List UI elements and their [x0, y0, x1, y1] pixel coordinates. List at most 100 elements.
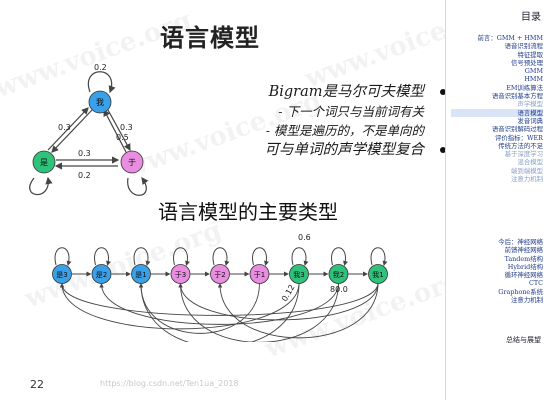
bullet-dot	[440, 89, 446, 95]
sub-bullet: - 下一个词只与当前词有关	[278, 104, 424, 119]
sidebar-item[interactable]: 语音识别解码过程	[491, 125, 543, 134]
edge-label: 0.2	[94, 63, 107, 72]
sidebar-footer[interactable]: 总结与展望	[506, 336, 541, 344]
return-arc	[138, 282, 300, 342]
edge-label: 0.5	[116, 133, 129, 142]
self-loop	[331, 247, 348, 266]
state-node	[210, 264, 230, 284]
bullet-dot	[440, 147, 446, 153]
node-label: 是	[40, 158, 48, 167]
sidebar-item[interactable]: Hybrid结构	[507, 262, 543, 271]
sidebar-item[interactable]: 注意力机制	[511, 296, 543, 305]
edge	[107, 109, 131, 152]
return-arc	[59, 282, 379, 316]
state-node	[120, 150, 144, 174]
sidebar-item[interactable]: 语音识别流程	[504, 42, 543, 51]
sidebar-item[interactable]: 注意力机制	[511, 175, 543, 184]
bullet-list: Bigram是马尔可夫模型 - 下一个词只与当前词有关 - 模型是遍历的，不是单…	[168, 82, 446, 160]
node-label: 于3	[175, 271, 186, 279]
sidebar-item[interactable]: Graphone系统	[498, 287, 543, 296]
state-node	[249, 264, 270, 284]
self-loop	[54, 247, 72, 266]
self-loop	[94, 247, 111, 266]
edge-label: 0.2	[78, 171, 91, 180]
caption: 语言模型的主要类型	[158, 200, 338, 224]
sidebar-item[interactable]: 传统方法的不足	[498, 141, 543, 150]
return-arc	[99, 282, 339, 325]
sidebar-item[interactable]: 混合模型	[517, 158, 543, 167]
self-loop	[127, 177, 149, 196]
return-arc	[178, 282, 339, 342]
edge-label: 0.3	[58, 123, 71, 132]
chain-diagram: 是3 是2 是1 于3 于2 于1 我3 我2 我1 0.6 0.12 80.0	[52, 233, 388, 342]
sidebar-item[interactable]: 语音识别基本方程	[491, 92, 543, 101]
sidebar-item[interactable]: Tandem结构	[504, 254, 543, 263]
edge-label: 80.0	[330, 285, 348, 294]
state-node	[131, 264, 151, 284]
node-label: 是1	[135, 271, 146, 279]
sidebar-item[interactable]: 基于深度学习	[504, 150, 543, 159]
node-label: 是3	[56, 271, 67, 279]
sidebar-item[interactable]: 今后：神经网络	[498, 238, 543, 246]
state-node	[52, 264, 72, 284]
bullet-item: 可与单词的声学模型复合	[168, 140, 446, 160]
edge-label: 0.3	[78, 149, 91, 158]
node-label: 是2	[96, 271, 107, 279]
sidebar-item[interactable]: 端到端模型	[511, 166, 543, 175]
edge-label: 0.3	[120, 123, 133, 132]
self-loop	[370, 247, 388, 266]
bullet-text: Bigram是马尔可夫模型	[268, 84, 424, 100]
page-number: 22	[30, 378, 44, 391]
state-node	[170, 264, 191, 284]
sidebar-item[interactable]: CTC	[528, 279, 543, 288]
bullet-item: Bigram是马尔可夫模型	[168, 82, 446, 102]
slide-title: 语言模型	[160, 23, 260, 52]
sidebar-item[interactable]: 特征提取	[517, 50, 543, 59]
node-label: 我3	[293, 270, 304, 279]
self-loop	[29, 176, 53, 196]
state-node	[88, 90, 112, 114]
source-url: https://blog.csdn.net/Ten1ua_2018	[100, 379, 239, 388]
node-label: 我2	[333, 270, 344, 279]
bullet-text: 可与单词的声学模型复合	[264, 142, 425, 158]
state-node	[91, 264, 112, 284]
state-node	[328, 264, 349, 284]
state-node	[289, 264, 309, 284]
state-node	[32, 150, 56, 174]
sidebar-item[interactable]: HMM	[524, 75, 543, 84]
state-node	[368, 264, 388, 284]
self-loop	[87, 71, 116, 94]
edge-label: 0.12	[280, 283, 297, 303]
return-arc	[178, 282, 379, 321]
self-loop	[133, 247, 151, 266]
slide-content: 语言模型 Bigram是马尔可夫模型 - 下一个词只与当前词有关 - 模型是遍历…	[29, 23, 446, 391]
self-loop	[252, 247, 269, 266]
sidebar-item[interactable]: GMM	[524, 67, 543, 76]
node-label: 于2	[214, 271, 225, 279]
node-label: 我1	[372, 270, 383, 279]
sidebar-item[interactable]: 信号预处理	[511, 58, 543, 67]
sub-bullet: - 模型是遍历的，不是单向的	[265, 123, 424, 138]
node-label: 我	[96, 97, 104, 107]
sidebar-item[interactable]: 前馈神经网络	[504, 246, 543, 255]
sidebar-item[interactable]: 发音词典	[517, 116, 543, 125]
node-label: 于	[128, 158, 136, 167]
self-loop	[291, 247, 309, 266]
sidebar-item[interactable]: EM训练算法	[506, 83, 543, 92]
edge-label: 0.6	[298, 233, 311, 242]
sidebar-item[interactable]: 评价指标：WER	[495, 133, 543, 142]
sidebar-item[interactable]: 语言模型	[451, 108, 543, 117]
triangle-diagram: 我 是 于 0.2 0.3 0.5 0.3 0.3 0.2	[29, 63, 149, 196]
sidebar-item[interactable]: 声学模型	[517, 100, 543, 109]
return-arc	[138, 282, 260, 334]
node-label: 于1	[254, 271, 265, 279]
sidebar-item[interactable]: 循环神经网络	[504, 271, 543, 280]
sidebar-item[interactable]: 前言：GMM + HMM	[477, 34, 543, 42]
edge	[103, 108, 127, 153]
sidebar-title: 目录	[521, 12, 541, 23]
self-loop	[173, 247, 190, 266]
edge	[47, 107, 89, 151]
